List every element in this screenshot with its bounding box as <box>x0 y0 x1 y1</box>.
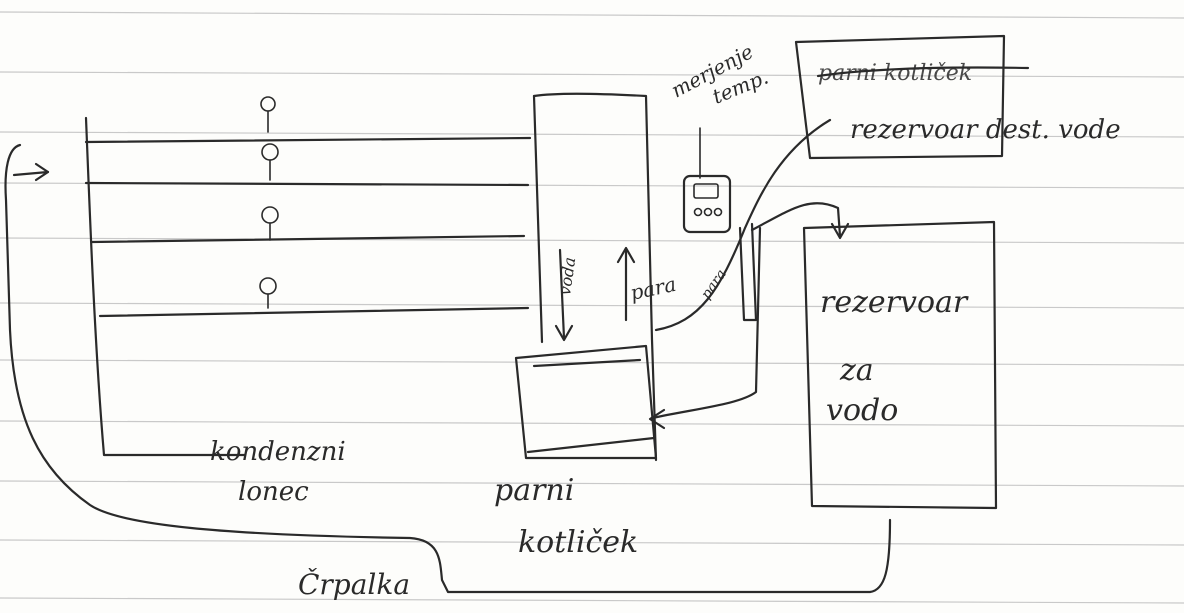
vertical-column <box>534 94 656 460</box>
crossed-out-label: parni kotliček <box>818 61 972 86</box>
column-right-wall <box>534 94 656 460</box>
water-reservoir-label-line1: rezervoar <box>820 285 969 320</box>
condenser-shelf-4 <box>100 308 528 316</box>
condenser-pot <box>86 97 530 455</box>
distilled-reservoir-label: rezervoar dest. vode <box>850 115 1121 145</box>
steam-pipe <box>650 120 848 428</box>
steam-kettle-label-line1: parni <box>494 473 574 508</box>
plant-icon <box>262 144 278 180</box>
steam-kettle-label-line2: kotliček <box>518 525 638 560</box>
water-reservoir <box>804 222 996 508</box>
water-down-label: voda <box>555 256 579 297</box>
water-reservoir-label-line3: vodo <box>826 393 898 428</box>
condenser-label-line1: kondenzni <box>210 437 346 467</box>
plant-icon <box>261 97 275 132</box>
condenser-label-line2: lonec <box>238 477 309 507</box>
condenser-outline <box>86 118 245 455</box>
thermometer-gauge <box>684 128 730 232</box>
condenser-shelf-2 <box>86 183 528 185</box>
pump-label: Črpalka <box>298 567 410 601</box>
condenser-shelf-1 <box>86 138 530 142</box>
plant-icon <box>260 278 276 308</box>
steam-up-label: para <box>628 272 678 305</box>
notebook-ruled-lines <box>0 12 1184 603</box>
water-reservoir-label-line2: za <box>839 353 874 388</box>
plant-icon <box>262 207 278 240</box>
